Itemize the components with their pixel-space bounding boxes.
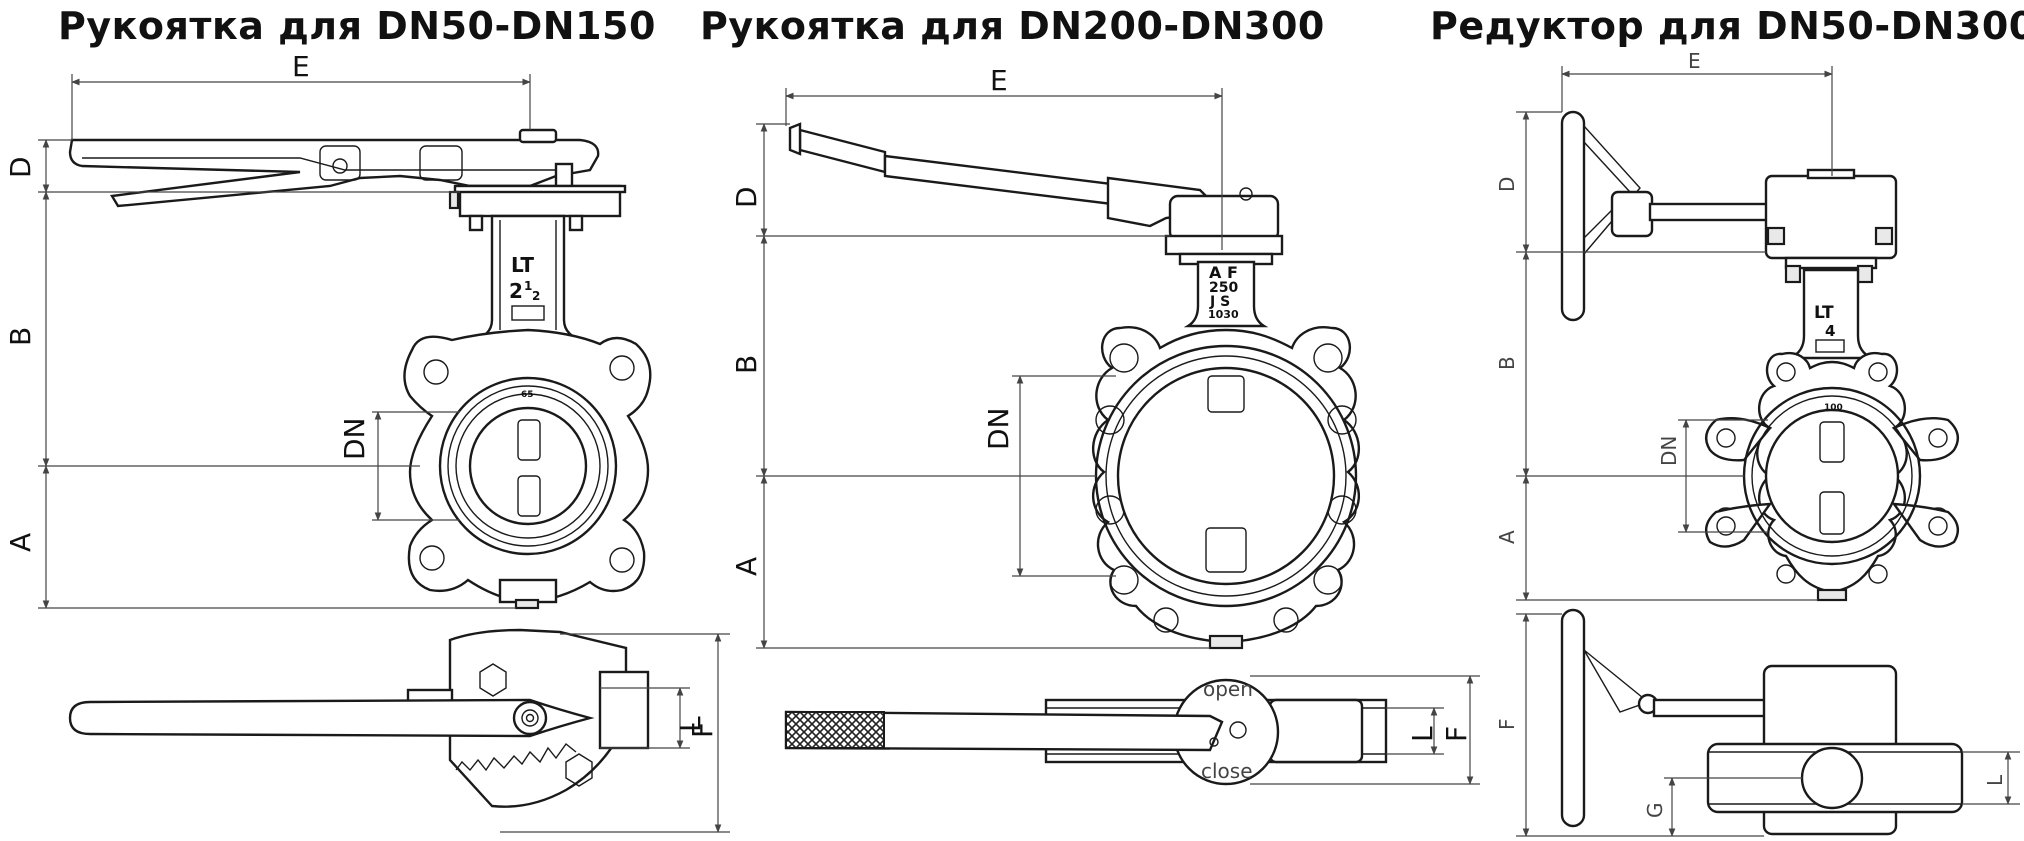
lever-top-small: [68, 698, 595, 738]
gearbox-housing: [1764, 168, 1898, 284]
valve-body-small: 65: [403, 328, 652, 610]
svg-text:65: 65: [521, 390, 534, 400]
svg-text:4: 4: [1825, 322, 1835, 340]
svg-text:E: E: [292, 50, 310, 83]
svg-text:B: B: [730, 355, 763, 374]
svg-text:A: A: [4, 533, 37, 552]
svg-text:L: L: [1406, 726, 1439, 742]
valve-neck-large: [1183, 260, 1269, 328]
lever-handle-large: [788, 122, 1284, 256]
title-handle-large: Рукоятка для DN200-DN300: [700, 4, 1325, 48]
svg-text:B: B: [4, 327, 37, 346]
svg-text:D: D: [730, 186, 763, 208]
body-size-small: 2: [509, 279, 523, 303]
svg-text:F: F: [686, 722, 719, 738]
svg-text:G: G: [1643, 803, 1667, 819]
valve-body-gear: 100: [1704, 351, 1960, 602]
title-gearbox: Редуктор для DN50-DN300: [1430, 4, 2024, 48]
svg-text:A: A: [1495, 530, 1519, 544]
svg-text:250: 250: [1209, 280, 1238, 296]
svg-text:100: 100: [1824, 403, 1843, 413]
svg-text:B: B: [1495, 356, 1519, 370]
top-view-small: [68, 628, 650, 808]
dimensions-gear: E D B A DN F G L: [1495, 49, 2020, 837]
svg-text:open: open: [1203, 677, 1253, 701]
svg-text:A: A: [730, 557, 763, 576]
lever-handle-small: [68, 128, 600, 208]
svg-text:close: close: [1201, 759, 1253, 783]
svg-text:LT: LT: [1814, 303, 1834, 323]
svg-text:L: L: [1983, 774, 2007, 786]
svg-text:E: E: [1688, 49, 1701, 73]
drawing-handle-large: A F 250 J S 1030: [730, 64, 1480, 786]
body-brand-small: LT: [511, 253, 534, 277]
svg-text:DN: DN: [982, 407, 1015, 450]
svg-text:D: D: [1495, 177, 1519, 192]
drawing-handle-small: LT 2 1 2 65: [4, 50, 730, 833]
svg-text:E: E: [990, 64, 1008, 97]
drawing-gearbox: LT 4 100: [1495, 49, 2020, 837]
svg-text:F: F: [1495, 718, 1519, 730]
top-view-gear: [1560, 608, 1964, 836]
dimensions-small: E D B A DN L F: [4, 50, 730, 833]
svg-text:DN: DN: [1657, 436, 1681, 466]
svg-text:J S: J S: [1209, 294, 1230, 310]
svg-text:D: D: [4, 156, 37, 178]
dimensions-large: E D B A DN L F: [730, 64, 1480, 785]
valve-body-large: [1091, 326, 1361, 650]
title-handle-small: Рукоятка для DN50-DN150: [58, 4, 656, 48]
svg-text:2: 2: [532, 289, 540, 303]
top-view-large: open close: [784, 677, 1388, 786]
svg-text:1030: 1030: [1208, 308, 1239, 321]
svg-text:1: 1: [524, 279, 532, 293]
handwheel-side: [1560, 110, 1770, 322]
svg-text:DN: DN: [338, 417, 371, 460]
body-mark-af: A F: [1209, 263, 1238, 282]
svg-text:L: L: [674, 716, 707, 732]
svg-text:F: F: [1440, 726, 1473, 742]
